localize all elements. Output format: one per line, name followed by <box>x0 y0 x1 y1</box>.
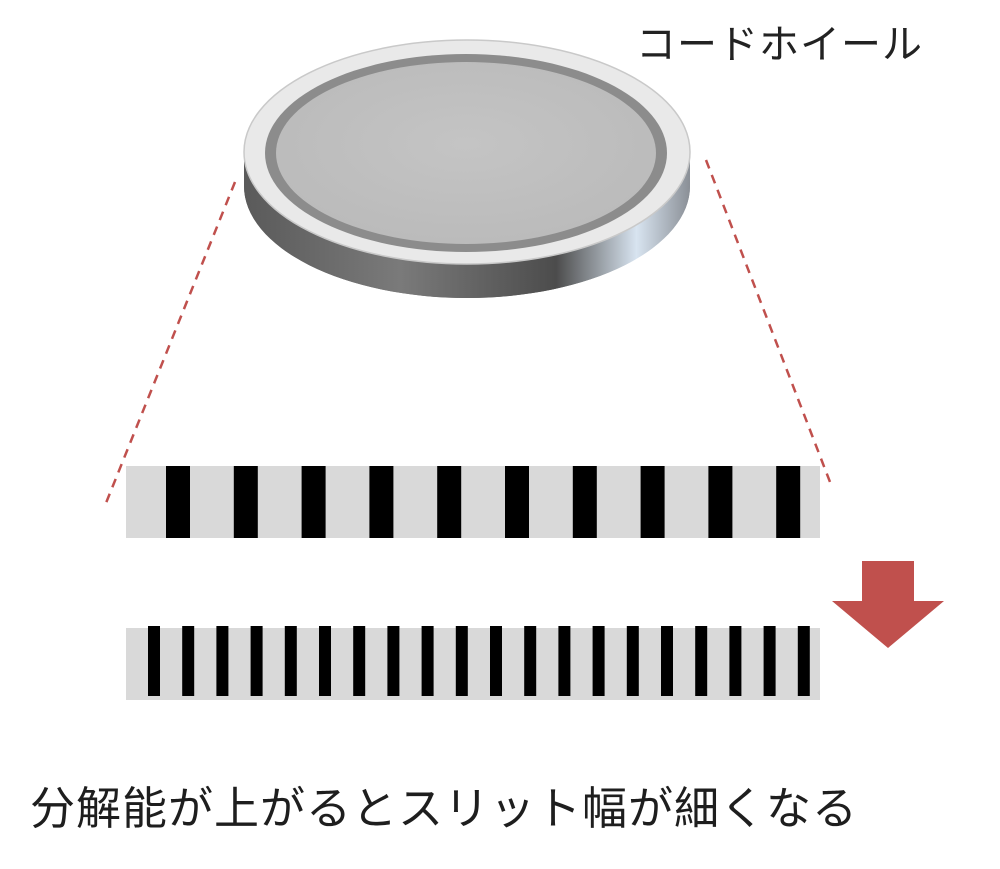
slit-low-10 <box>776 466 801 538</box>
slit-low-8 <box>640 466 665 538</box>
slits-high-resolution <box>148 626 810 696</box>
slit-high-6 <box>319 626 331 696</box>
slits-low-resolution <box>166 466 801 538</box>
slit-low-4 <box>369 466 394 538</box>
slit-high-11 <box>490 626 502 696</box>
code-wheel-label: コードホイール <box>636 22 923 68</box>
slit-low-6 <box>505 466 529 538</box>
wheel-face <box>276 62 656 244</box>
slit-high-4 <box>250 626 263 696</box>
slit-high-19 <box>763 626 776 696</box>
strip-high-resolution <box>126 626 820 700</box>
slit-low-5 <box>437 466 462 538</box>
slit-low-3 <box>301 466 326 538</box>
slit-high-16 <box>661 626 673 696</box>
slit-high-14 <box>592 626 605 696</box>
strip-high-background <box>126 628 820 700</box>
slit-high-5 <box>284 626 297 696</box>
slit-high-8 <box>387 626 400 696</box>
slit-high-2 <box>182 626 195 696</box>
slit-high-1 <box>148 626 160 696</box>
slit-high-15 <box>626 626 639 696</box>
slit-high-7 <box>353 626 366 696</box>
slit-high-20 <box>797 626 810 696</box>
guide-line-left <box>102 181 237 509</box>
slit-high-9 <box>421 626 434 696</box>
slit-high-18 <box>729 626 742 696</box>
slit-high-13 <box>558 626 571 696</box>
strip-low-resolution <box>126 466 820 538</box>
slit-high-10 <box>455 626 468 696</box>
slit-high-12 <box>524 626 537 696</box>
slit-low-9 <box>708 466 733 538</box>
slit-low-1 <box>166 466 190 538</box>
caption: 分解能が上がるとスリット幅が細くなる <box>30 782 859 835</box>
arrow-down-icon <box>832 561 944 648</box>
code-wheel <box>243 39 691 298</box>
slit-high-17 <box>695 626 708 696</box>
slit-low-7 <box>572 466 597 538</box>
slit-low-2 <box>233 466 258 538</box>
guide-line-right <box>704 159 832 483</box>
slit-high-3 <box>216 626 229 696</box>
